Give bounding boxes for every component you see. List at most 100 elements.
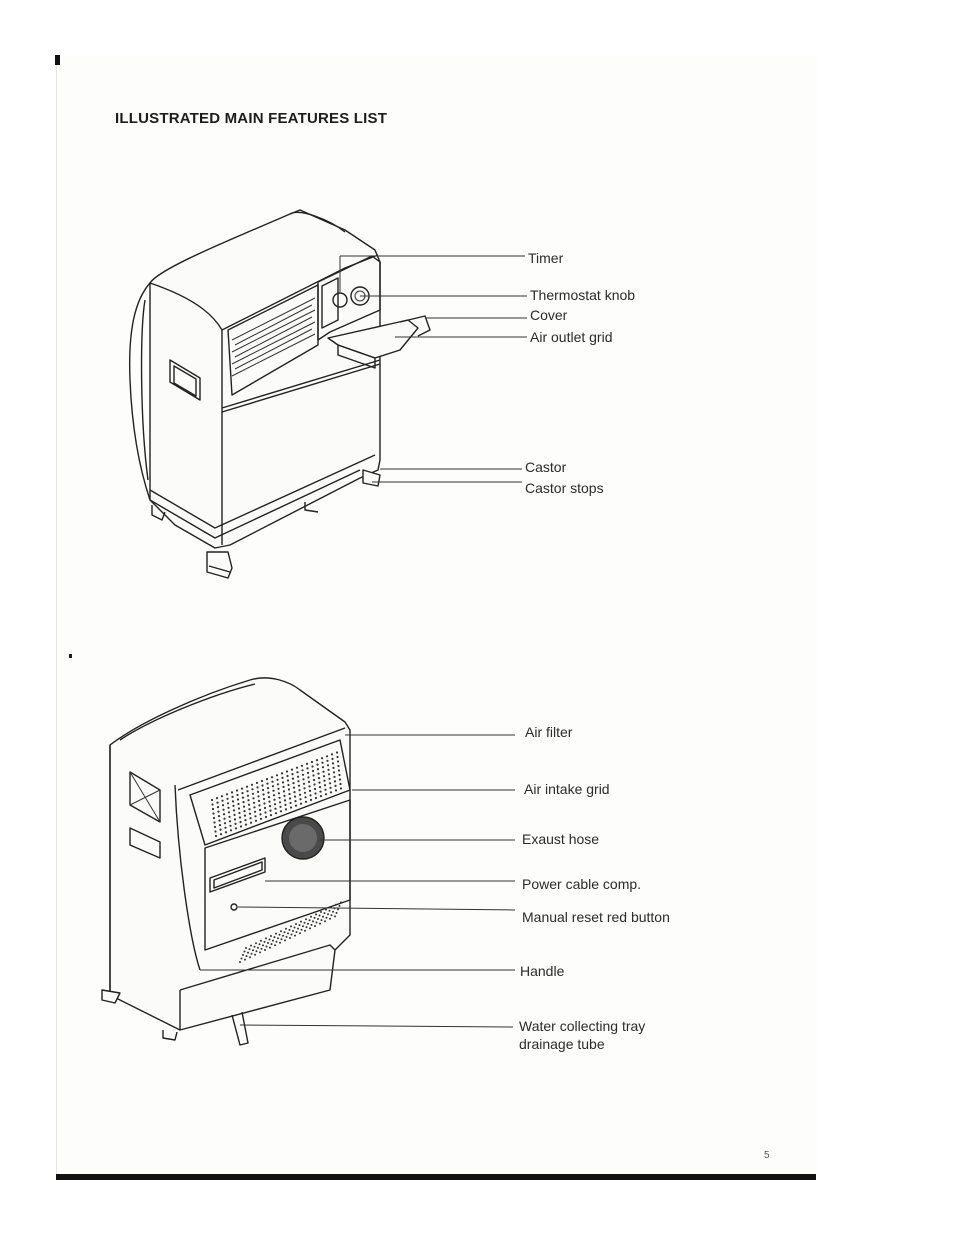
grille-dot [297, 927, 299, 930]
grille-dot [245, 955, 248, 958]
grille-dot [249, 956, 251, 959]
grille-dot [274, 944, 276, 947]
grille-dot [313, 916, 316, 919]
grille-dot [278, 796, 281, 799]
grille-dot [280, 938, 283, 941]
air-intake-dots [210, 751, 343, 838]
grille-dot [304, 929, 306, 932]
label-handle: Handle [520, 963, 565, 979]
grille-dot [320, 911, 322, 913]
grille-dot [282, 934, 284, 937]
grille-dot [260, 779, 264, 783]
page-number: 5 [764, 1150, 770, 1161]
grille-dot [213, 825, 217, 829]
grille-dot [285, 935, 288, 938]
grille-dot [307, 780, 311, 784]
grille-dot [218, 819, 221, 822]
grille-dot [323, 912, 326, 915]
grille-dot [251, 792, 255, 795]
grille-dot [287, 788, 291, 791]
grille-dot [312, 778, 316, 782]
grille-dot [335, 911, 338, 914]
grille-dot [332, 910, 334, 913]
grille-dot [265, 945, 268, 948]
grille-dot [248, 808, 251, 811]
grille-dot [272, 794, 276, 797]
grille-dot [253, 945, 256, 948]
grille-dot [255, 950, 258, 953]
grille-dot [249, 817, 252, 820]
grille-dot [315, 913, 317, 916]
grille-dot [300, 764, 304, 767]
grille-dot [233, 813, 236, 817]
grille-dot [322, 915, 324, 918]
grille-dot [300, 928, 303, 931]
grille-dot [257, 795, 260, 798]
grille-dot [332, 766, 335, 770]
grille-dot [336, 760, 340, 763]
grille-dot [326, 759, 329, 762]
grille-dot [327, 913, 329, 916]
grille-dot [306, 767, 309, 770]
grille-dot [277, 792, 281, 795]
grille-dot [240, 787, 244, 790]
grille-dot [280, 930, 282, 933]
grille-dot [270, 943, 273, 946]
grille-dot [282, 790, 286, 793]
grille-dot [334, 784, 337, 788]
grille-dot [230, 791, 234, 794]
grille-dot [257, 799, 261, 803]
grille-dot [258, 808, 262, 812]
grille-dot [339, 787, 343, 790]
grille-dot [315, 921, 318, 924]
grille-dot [279, 805, 282, 808]
grille-dot [287, 783, 290, 787]
grille-dot [265, 778, 269, 781]
label-exaust-hose: Exaust hose [522, 831, 600, 847]
grille-dot [234, 827, 238, 830]
grille-dot [324, 793, 328, 796]
grille-dot [260, 939, 262, 942]
grille-dot [337, 908, 339, 911]
grille-dot [239, 961, 241, 963]
grille-dot [294, 934, 296, 937]
grille-dot [286, 779, 290, 782]
grille-dot [308, 789, 312, 793]
grille-dot [269, 809, 272, 812]
grille-dot [319, 795, 323, 798]
grille-dot [305, 926, 308, 929]
grille-dot [239, 820, 242, 824]
grille-dot [255, 781, 259, 785]
grille-dot [278, 933, 281, 936]
grille-dot [308, 919, 311, 922]
grille-dot [322, 775, 326, 778]
grille-dot [314, 792, 317, 795]
grille-dot [294, 800, 297, 803]
grille-dot [300, 920, 302, 923]
label-water-collecting-tray: Water collecting tray [519, 1018, 646, 1034]
grille-dot [263, 806, 267, 810]
label-power-cable-comp: Power cable comp. [522, 876, 642, 892]
grille-dot [254, 819, 258, 822]
grille-dot [302, 778, 305, 781]
grille-dot [302, 925, 304, 928]
grille-dot [236, 793, 239, 797]
grille-dot [243, 814, 247, 817]
grille-dot [325, 908, 327, 911]
grille-dot [299, 802, 303, 805]
grille-dot [318, 781, 321, 784]
grille-dot [310, 923, 313, 926]
grille-dot [311, 765, 314, 768]
grille-dot [219, 828, 222, 831]
grille-dot [231, 795, 234, 799]
grille-dot [255, 942, 257, 945]
grille-dot [299, 932, 301, 935]
grille-dot [318, 786, 322, 789]
grille-dot [286, 774, 289, 778]
grille-dot [323, 779, 326, 782]
grille-dot [290, 925, 292, 928]
grille-dot [241, 796, 245, 799]
grille-dot [313, 787, 317, 791]
grille-dot [231, 800, 235, 803]
grille-dot [267, 791, 270, 794]
